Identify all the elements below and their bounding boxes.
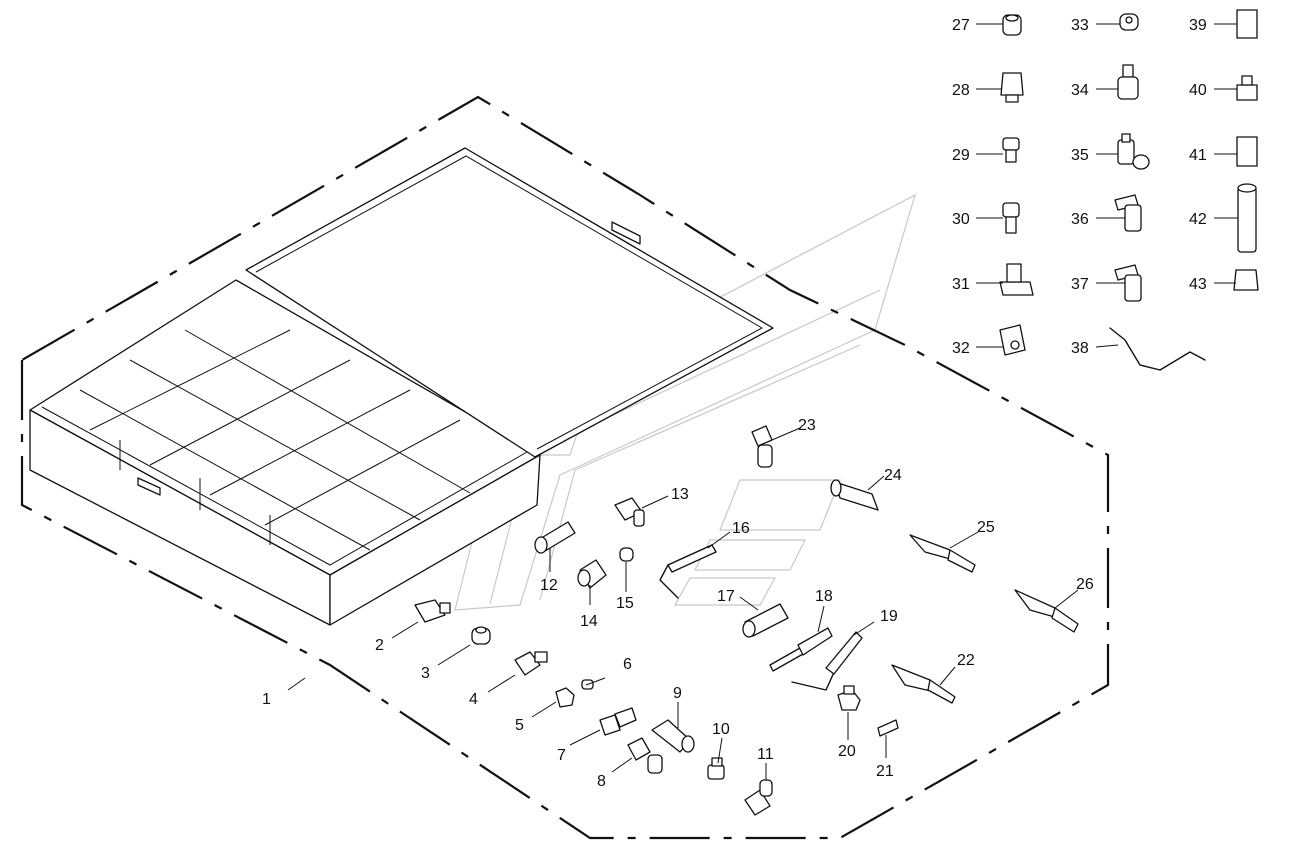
part-25-drawing: [909, 534, 976, 573]
label-18: 18: [815, 588, 833, 605]
part-15-drawing: [619, 547, 634, 562]
part-40-drawing: [1236, 75, 1258, 101]
label-8: 8: [597, 773, 606, 790]
label-12: 12: [540, 577, 558, 594]
part-29-drawing: [1002, 137, 1020, 163]
label-22: 22: [957, 652, 975, 669]
part-41-drawing: [1236, 136, 1258, 167]
label-16: 16: [732, 520, 750, 537]
callout-labels: 1 2 3 4 5 6 7 8 9 10 11 12 13 14 15 16 1…: [262, 17, 1207, 790]
part-17-drawing: [742, 603, 789, 638]
part-23-drawing: [751, 425, 773, 468]
part-35-drawing: [1117, 133, 1150, 170]
part-43-drawing: [1233, 269, 1259, 291]
label-39: 39: [1189, 17, 1207, 34]
label-26: 26: [1076, 576, 1094, 593]
label-42: 42: [1189, 211, 1207, 228]
label-28: 28: [952, 82, 970, 99]
label-7: 7: [557, 747, 566, 764]
part-20-drawing: [837, 685, 861, 711]
part-10-drawing: [707, 757, 725, 780]
label-27: 27: [952, 17, 970, 34]
part-26-drawing: [1014, 589, 1079, 633]
part-7-drawing: [599, 707, 637, 736]
part-19-drawing: [791, 631, 863, 691]
label-13: 13: [671, 486, 689, 503]
part-31-drawing: [999, 263, 1034, 296]
label-37: 37: [1071, 276, 1089, 293]
label-1: 1: [262, 691, 271, 708]
part-3-drawing: [471, 626, 491, 645]
label-21: 21: [876, 763, 894, 780]
part-39-drawing: [1236, 9, 1258, 39]
part-33-drawing: [1119, 13, 1139, 31]
label-41: 41: [1189, 147, 1207, 164]
part-32-drawing: [999, 324, 1026, 356]
part-36-drawing: [1114, 194, 1142, 232]
part-24-drawing: [830, 479, 879, 511]
part-38-drawing: [1109, 327, 1206, 371]
part-5-drawing: [555, 687, 575, 708]
label-3: 3: [421, 665, 430, 682]
label-30: 30: [952, 211, 970, 228]
label-34: 34: [1071, 82, 1089, 99]
part-34-drawing: [1117, 64, 1139, 100]
label-33: 33: [1071, 17, 1089, 34]
part-2-drawing: [414, 599, 451, 623]
storage-box: [29, 147, 774, 626]
label-35: 35: [1071, 147, 1089, 164]
part-16-drawing: [659, 544, 717, 599]
label-43: 43: [1189, 276, 1207, 293]
label-38: 38: [1071, 340, 1089, 357]
part-22-drawing: [891, 664, 956, 704]
label-14: 14: [580, 613, 598, 630]
part-8-drawing: [627, 737, 663, 774]
label-31: 31: [952, 276, 970, 293]
part-9-drawing: [651, 719, 695, 753]
kit-boundary: [20, 95, 1110, 840]
part-13-drawing: [614, 497, 645, 527]
part-28-drawing: [1000, 72, 1024, 103]
label-36: 36: [1071, 211, 1089, 228]
label-10: 10: [712, 721, 730, 738]
leader-lines: [287, 23, 1238, 780]
label-20: 20: [838, 743, 856, 760]
label-40: 40: [1189, 82, 1207, 99]
part-37-drawing: [1114, 264, 1142, 302]
label-32: 32: [952, 340, 970, 357]
part-12-drawing: [534, 521, 576, 554]
label-5: 5: [515, 717, 524, 734]
part-21-drawing: [877, 719, 899, 737]
label-19: 19: [880, 608, 898, 625]
part-18-drawing: [769, 627, 833, 672]
label-25: 25: [977, 519, 995, 536]
label-4: 4: [469, 691, 478, 708]
part-14-drawing: [577, 559, 607, 589]
label-17: 17: [717, 588, 735, 605]
part-4-drawing: [514, 651, 548, 676]
label-24: 24: [884, 467, 902, 484]
label-9: 9: [673, 685, 682, 702]
part-27-drawing: [1002, 14, 1022, 36]
label-6: 6: [623, 656, 632, 673]
label-11: 11: [757, 746, 774, 763]
part-42-drawing: [1237, 183, 1257, 253]
part-11-drawing: [744, 779, 773, 816]
label-2: 2: [375, 637, 384, 654]
label-29: 29: [952, 147, 970, 164]
part-30-drawing: [1002, 202, 1020, 234]
label-15: 15: [616, 595, 634, 612]
label-23: 23: [798, 417, 816, 434]
